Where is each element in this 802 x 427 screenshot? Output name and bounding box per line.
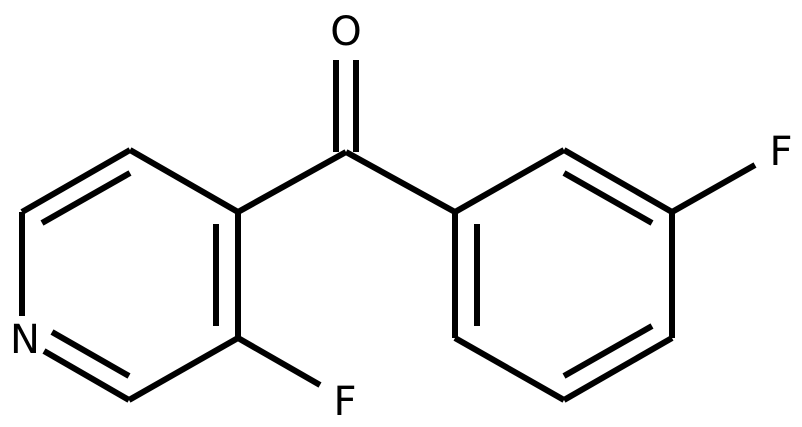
bond-carbonyl-phenyl bbox=[344, 149, 457, 215]
phenyl-inner-bond-c4-c5 bbox=[562, 323, 654, 379]
pyridine-bond-c2-n bbox=[42, 348, 131, 403]
phenyl-bond-c2-c3 bbox=[562, 147, 674, 215]
pyridine-bond-c3-c2 bbox=[127, 335, 240, 403]
carbonyl-group bbox=[236, 60, 457, 215]
bond-c3-fluorine bbox=[236, 335, 322, 388]
pyridine-bond-c5-c4 bbox=[128, 147, 240, 215]
pyridine-inner-bond-c6-c5 bbox=[40, 170, 132, 226]
fluorine-pyridine-label: F bbox=[333, 379, 356, 425]
pyridine-ring bbox=[19, 147, 322, 403]
phenyl-bond-c4-c5 bbox=[562, 335, 674, 403]
pyridine-bond-c6-c5 bbox=[20, 147, 132, 215]
phenyl-bond-c1-c2 bbox=[453, 147, 566, 215]
oxygen-label: O bbox=[330, 9, 361, 55]
nitrogen-label: N bbox=[10, 317, 40, 363]
fluorine-phenyl-label: F bbox=[769, 129, 792, 175]
phenyl-inner-bond-c2-c3 bbox=[562, 170, 654, 226]
phenyl-ring bbox=[452, 147, 757, 403]
bond-carbonyl-pyridine bbox=[236, 149, 348, 215]
phenyl-bond-c5-c6 bbox=[453, 335, 566, 403]
bond-c3-fluorine-phenyl bbox=[670, 162, 757, 215]
pyridine-inner-bond-c2-n bbox=[50, 329, 131, 379]
